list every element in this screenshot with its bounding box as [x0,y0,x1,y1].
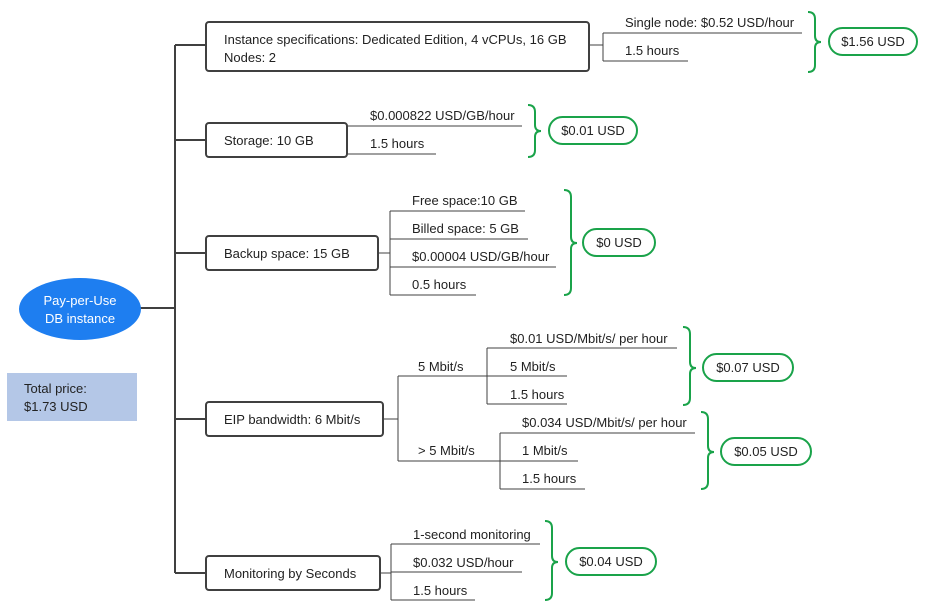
eip-tier2-rate: $0.034 USD/Mbit/s/ per hour [522,415,687,430]
bracket-eip-tier1 [682,326,697,406]
eip-tier2-hours: 1.5 hours [522,471,577,486]
price-eip-tier1: $0.07 USD [702,353,794,382]
backup-detail-hours: 0.5 hours [412,277,467,292]
total-value: $1.73 USD [24,399,88,414]
monitoring-detail-hours: 1.5 hours [413,583,468,598]
price-monitoring: $0.04 USD [565,547,657,576]
bracket-backup [563,189,578,296]
price-eip-tier2-value: $0.05 USD [734,444,798,459]
price-eip-tier2: $0.05 USD [720,437,812,466]
price-instance: $1.56 USD [828,27,918,56]
price-storage-value: $0.01 USD [561,123,625,138]
root-label-line2: DB instance [45,311,115,326]
bracket-storage [527,104,542,158]
root-label-line1: Pay-per-Use [44,293,117,308]
branch-instance: Instance specifications: Dedicated Editi… [205,21,590,72]
eip-tier2-bandwidth: 1 Mbit/s [522,443,568,458]
eip-tier1-bandwidth: 5 Mbit/s [510,359,556,374]
price-monitoring-value: $0.04 USD [579,554,643,569]
monitoring-detail-type: 1-second monitoring [413,527,531,542]
storage-detail-rate: $0.000822 USD/GB/hour [370,108,515,123]
bracket-instance [807,11,822,73]
root-node: Pay-per-Use DB instance [19,278,141,340]
eip-label: EIP bandwidth: 6 Mbit/s [224,412,361,427]
eip-tier1-hours: 1.5 hours [510,387,565,402]
price-backup: $0 USD [582,228,656,257]
total-label: Total price: [24,381,87,396]
eip-tier2-label: > 5 Mbit/s [418,443,475,458]
branch-storage: Storage: 10 GB [205,122,348,158]
instance-nodes-label: Nodes: 2 [224,50,276,65]
monitoring-label: Monitoring by Seconds [224,566,357,581]
eip-tier1-rate: $0.01 USD/Mbit/s/ per hour [510,331,668,346]
eip-tier1-label: 5 Mbit/s [418,359,464,374]
backup-label: Backup space: 15 GB [224,246,350,261]
storage-detail-hours: 1.5 hours [370,136,425,151]
branch-backup: Backup space: 15 GB [205,235,379,271]
total-price-box: Total price: $1.73 USD [7,373,137,421]
branch-eip: EIP bandwidth: 6 Mbit/s [205,401,384,437]
price-storage: $0.01 USD [548,116,638,145]
branch-monitoring: Monitoring by Seconds [205,555,381,591]
bracket-eip-tier2 [700,411,715,490]
instance-detail-hours: 1.5 hours [625,43,680,58]
backup-detail-billed: Billed space: 5 GB [412,221,519,236]
bracket-monitoring [544,520,559,601]
price-backup-value: $0 USD [596,235,642,250]
price-instance-value: $1.56 USD [841,34,905,49]
backup-detail-rate: $0.00004 USD/GB/hour [412,249,550,264]
instance-detail-rate: Single node: $0.52 USD/hour [625,15,795,30]
storage-label: Storage: 10 GB [224,133,314,148]
instance-spec-label: Instance specifications: Dedicated Editi… [224,32,567,47]
backup-detail-free: Free space:10 GB [412,193,518,208]
price-eip-tier1-value: $0.07 USD [716,360,780,375]
monitoring-detail-rate: $0.032 USD/hour [413,555,514,570]
